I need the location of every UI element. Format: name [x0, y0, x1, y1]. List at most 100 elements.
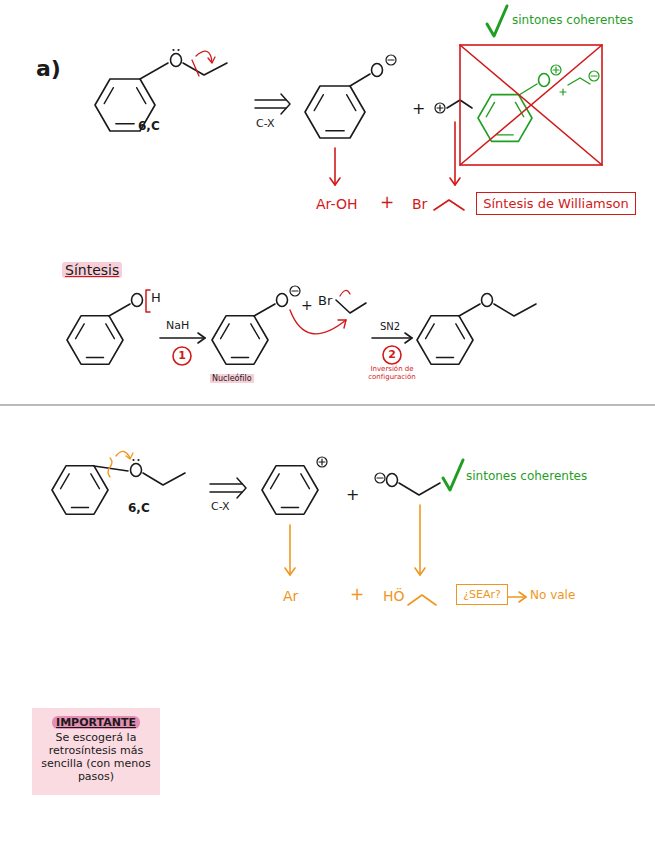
disconnection-mark — [108, 458, 112, 477]
positive-charge — [435, 103, 445, 113]
crossed-box — [460, 45, 602, 165]
curved-arrow — [290, 310, 346, 334]
ethyl-chain — [408, 595, 436, 605]
double-bond — [436, 357, 453, 358]
benzene-ring — [262, 466, 318, 514]
double-bond — [116, 123, 134, 124]
note-text: + — [346, 486, 359, 504]
retro-arrow — [255, 107, 286, 109]
question-box: ¿SEAr? — [456, 584, 508, 605]
retro-arrow — [210, 483, 242, 485]
double-bond — [86, 357, 103, 358]
double-bond — [281, 507, 298, 508]
callout-number: 2 — [388, 349, 396, 362]
double-bond — [426, 324, 435, 339]
oxygen-atom — [539, 74, 550, 87]
bracket — [146, 290, 150, 312]
charge-sign — [388, 59, 394, 60]
bond-line — [109, 304, 130, 316]
check-mark — [487, 6, 507, 36]
bond-line — [140, 63, 168, 79]
oxygen-atom — [131, 464, 142, 477]
note-text: + — [412, 100, 425, 118]
charge-sign — [377, 477, 383, 478]
curved-arrow — [340, 290, 350, 296]
negative-charge — [375, 473, 385, 483]
note-text: Síntesis — [62, 262, 122, 278]
oxygen-atom — [387, 474, 398, 487]
check-mark — [443, 460, 463, 490]
note-text: No vale — [530, 589, 575, 603]
note-text: sintones coherentes — [466, 470, 587, 484]
charge-sign — [591, 75, 597, 76]
note-text: Ar-OH — [316, 196, 357, 212]
negative-charge — [386, 55, 396, 65]
arrow-head — [415, 568, 425, 575]
benzene-ring — [52, 466, 108, 514]
charge-sign — [292, 290, 298, 291]
note-text: Inversión de configuración — [366, 366, 418, 381]
benzene-ring — [417, 316, 473, 364]
lone-pair — [137, 459, 139, 461]
oxygen-atom — [277, 294, 288, 307]
arrow-shaft — [506, 596, 526, 598]
negative-charge — [589, 71, 599, 81]
note-text: NaH — [166, 320, 189, 333]
note-text: + — [350, 585, 364, 605]
cross-out — [460, 45, 602, 165]
double-bond — [347, 95, 356, 111]
negative-charge — [290, 286, 300, 296]
bond-line — [459, 304, 480, 316]
note-text: + — [380, 193, 394, 213]
double-bond — [497, 134, 514, 135]
disconnection-mark — [192, 60, 199, 76]
double-bond — [314, 95, 323, 111]
retro-arrow — [210, 491, 242, 493]
note-text: a) — [36, 56, 61, 81]
arrow-shaft — [454, 122, 456, 185]
lone-pair — [172, 49, 174, 51]
ethyl-chain — [434, 200, 464, 210]
double-bond — [456, 324, 465, 339]
double-bond — [104, 88, 113, 104]
note-text: C-X — [256, 118, 275, 131]
arrow-shaft — [160, 337, 205, 339]
charge-sign — [439, 105, 440, 111]
note-box: IMPORTANTESe escogerá la retrosíntesis m… — [32, 708, 160, 795]
oxygen-atom — [132, 294, 143, 307]
charge-sign — [321, 459, 322, 465]
reaction-name-box: Síntesis de Williamson — [476, 192, 636, 215]
arrow-head — [126, 453, 133, 459]
double-bond — [76, 324, 85, 339]
arrow-head — [198, 333, 205, 343]
benzene-ring — [305, 86, 365, 138]
double-bond — [251, 324, 260, 339]
step-circle — [383, 346, 401, 364]
bond-line — [519, 84, 537, 95]
ethyl-chain — [336, 300, 366, 313]
double-bond — [221, 324, 230, 339]
note-text: Ar — [283, 588, 298, 604]
arrow-shaft — [289, 525, 291, 575]
arrow-head — [338, 320, 346, 328]
benzene-ring — [478, 95, 532, 142]
charge-sign — [555, 67, 556, 73]
positive-charge — [551, 65, 561, 75]
benzene-ring — [67, 316, 123, 364]
box-text: Se escogerá la retrosíntesis más sencill… — [38, 731, 154, 783]
note-text: Nucleófilo — [210, 374, 254, 383]
arrow-head — [405, 333, 412, 343]
ethyl-chain — [143, 473, 185, 485]
double-bond — [91, 474, 100, 489]
box-text: Síntesis de Williamson — [483, 196, 628, 211]
double-bond — [61, 474, 70, 489]
ethyl-chain — [494, 304, 536, 316]
benzene-ring — [212, 316, 268, 364]
bond-line — [350, 74, 370, 86]
arrow-head — [285, 568, 295, 575]
double-bond — [137, 88, 146, 104]
step-circle — [173, 347, 191, 365]
ethyl-chain — [568, 78, 590, 85]
note-text: Br — [318, 294, 332, 309]
note-text: Br — [412, 196, 427, 212]
